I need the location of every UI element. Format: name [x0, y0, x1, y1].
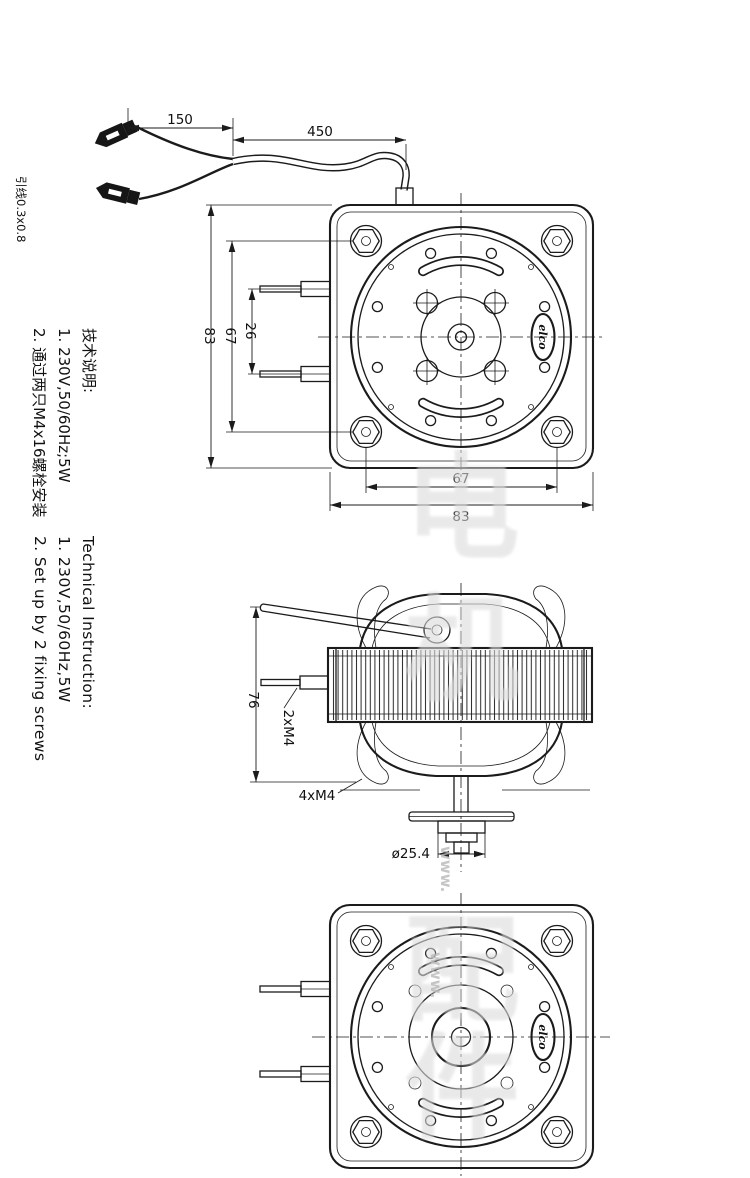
- rear-terminal-pin-lower: [259, 1065, 331, 1083]
- wire-strand-1: [134, 124, 234, 161]
- dim-side: 76 2xM4 4xM4 ø25.4: [245, 606, 486, 862]
- centerlines-front: [318, 193, 606, 482]
- front-view: elco: [259, 193, 606, 482]
- flange-outline: [328, 203, 595, 470]
- spade-connector-2: [95, 182, 141, 205]
- dim-2xm4-label: 2xM4: [280, 710, 296, 747]
- flange-inner-edge: [336, 211, 587, 462]
- watermark-char: 配: [404, 904, 519, 1038]
- corner-bolt: [540, 224, 574, 258]
- dim-150-label: 150: [167, 112, 193, 128]
- dim-26-label: 26: [242, 322, 258, 339]
- rear-view: elco: [259, 893, 610, 1176]
- dim-83-left-label: 83: [201, 327, 217, 344]
- brand-logo-rear: elco: [530, 1012, 556, 1062]
- corner-bolt: [349, 924, 383, 958]
- corner-bolt: [349, 415, 383, 449]
- brand-logo-text: elco: [536, 324, 549, 349]
- dim-hub-dia-label: ø25.4: [392, 846, 430, 862]
- output-hub: [408, 776, 515, 854]
- watermark-char: 机: [404, 584, 519, 718]
- corner-bolt: [540, 924, 574, 958]
- dim-wire-lengths: 150 450: [127, 108, 407, 170]
- face-holes: [371, 247, 551, 427]
- dim-front-left: 83 67 26: [201, 204, 352, 469]
- dim-67-bottom-label: 67: [452, 471, 469, 487]
- wire-strand-2: [138, 162, 234, 201]
- dim-67-left-label: 67: [222, 327, 238, 344]
- watermark-url: www.: [437, 846, 455, 892]
- watermark-char: 电: [404, 442, 519, 576]
- cable-core: [232, 153, 409, 191]
- dim-450-label: 450: [307, 124, 333, 140]
- dim-4xm4-label: 4xM4: [299, 788, 336, 804]
- centerlines-rear: [312, 893, 610, 1176]
- corner-bolt: [349, 1115, 383, 1149]
- rear-flange-inner-edge: [336, 911, 587, 1162]
- side-view: 76 2xM4 4xM4 ø25.4: [245, 583, 594, 872]
- motor-shaft: [259, 603, 432, 639]
- rear-flange-outline: [328, 903, 595, 1170]
- watermark-url: www.: [427, 952, 445, 998]
- rear-terminal-pin-upper: [259, 980, 331, 998]
- spade-connector-1: [94, 119, 138, 148]
- watermark: 电 机 配 件: [404, 442, 519, 1156]
- bearing-screws: [413, 289, 509, 385]
- corner-bolt: [540, 1115, 574, 1149]
- lead-wires: [94, 119, 414, 206]
- watermark-char: 件: [404, 1022, 519, 1156]
- corner-bolt: [540, 415, 574, 449]
- bearing-hub: [423, 616, 451, 644]
- cable-outline: [232, 151, 410, 191]
- brand-logo-front: elco: [530, 312, 556, 362]
- terminal-pin-side: [260, 675, 329, 690]
- bearing-hub-center: [431, 624, 443, 636]
- corner-bolt: [349, 224, 383, 258]
- rear-face-holes: [371, 947, 551, 1127]
- dim-front-bottom: 67 83: [329, 447, 594, 525]
- dim-76-label: 76: [245, 691, 261, 708]
- watermark-urls: www. www.: [427, 846, 455, 998]
- dim-83-bottom-label: 83: [452, 509, 469, 525]
- cable-gland: [395, 187, 414, 206]
- brand-logo-text: elco: [536, 1024, 549, 1049]
